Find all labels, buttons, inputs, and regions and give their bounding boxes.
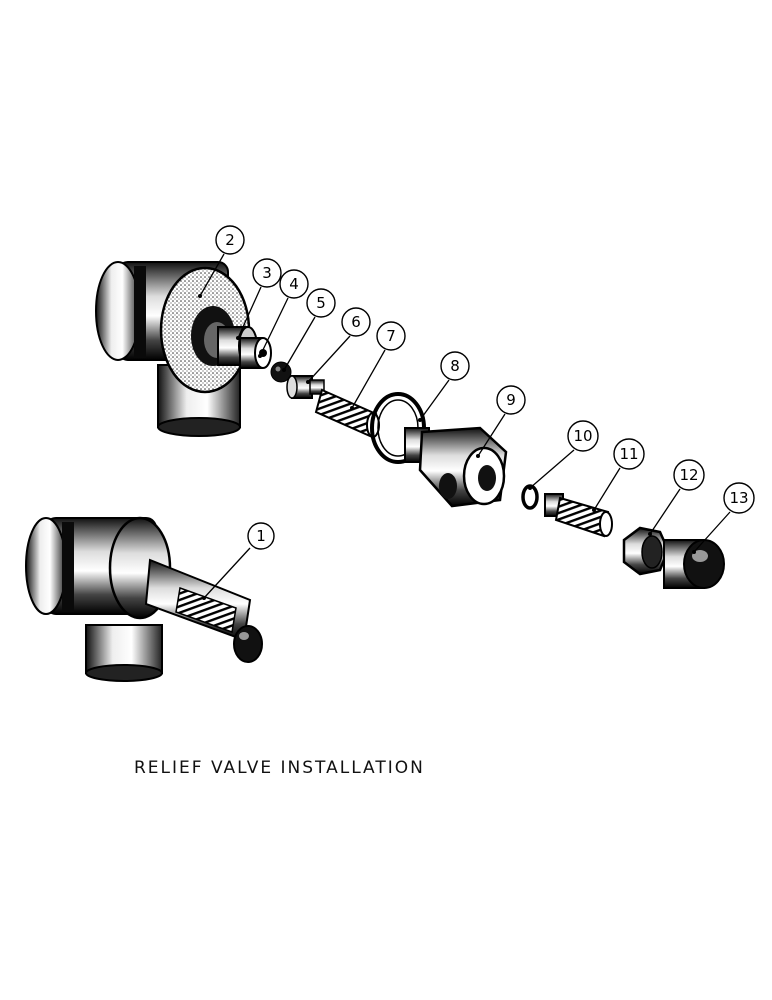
balloon-label-4: 4 — [289, 275, 299, 293]
callout-8: 8 — [418, 351, 470, 422]
balloon-label-3: 3 — [262, 264, 272, 282]
leader-line-1 — [203, 547, 251, 599]
balloon-2 — [215, 225, 245, 255]
callout-7: 7 — [350, 321, 406, 410]
balloon-8 — [440, 351, 470, 381]
balloon-4 — [279, 269, 309, 299]
balloon-10 — [567, 420, 599, 452]
balloon-12 — [673, 459, 705, 491]
balloon-6 — [341, 307, 371, 337]
callout-2: 2 — [198, 225, 245, 298]
leader-line-10 — [529, 449, 575, 489]
leader-tip-9 — [476, 454, 480, 458]
balloon-label-10: 10 — [573, 427, 592, 445]
balloon-label-9: 9 — [506, 391, 516, 409]
balloon-13 — [723, 482, 755, 514]
part-4-ball-cage — [239, 337, 272, 369]
leader-line-9 — [477, 413, 506, 457]
part-7-spring — [314, 388, 380, 438]
leader-tip-5 — [282, 368, 286, 372]
balloon-7 — [376, 321, 406, 351]
leader-line-4 — [259, 297, 289, 357]
part-13-cap-nut — [663, 539, 725, 589]
balloon-label-7: 7 — [386, 327, 396, 345]
leader-tip-7 — [350, 406, 354, 410]
leader-line-8 — [419, 379, 450, 421]
leader-tip-1 — [202, 596, 206, 600]
leader-tip-2 — [198, 294, 202, 298]
balloon-3 — [252, 258, 282, 288]
callout-6: 6 — [306, 307, 371, 384]
part-11-adjusting-screw — [544, 493, 613, 538]
leader-tip-3 — [236, 336, 240, 340]
balloon-label-6: 6 — [351, 313, 361, 331]
balloon-label-1: 1 — [256, 527, 266, 545]
leader-line-2 — [199, 253, 225, 297]
callout-10: 10 — [528, 420, 599, 490]
leader-line-11 — [593, 467, 621, 511]
balloon-5 — [306, 288, 336, 318]
leader-line-7 — [351, 349, 386, 409]
leader-line-6 — [307, 335, 351, 383]
leader-tip-13 — [692, 550, 696, 554]
leader-tip-11 — [592, 508, 596, 512]
leader-tip-4 — [258, 354, 262, 358]
balloon-label-8: 8 — [450, 357, 460, 375]
balloon-label-11: 11 — [619, 445, 638, 463]
leader-tip-8 — [418, 418, 422, 422]
balloon-1 — [247, 522, 275, 550]
callout-9: 9 — [476, 385, 526, 458]
part-1-valve-tee-assembly — [25, 516, 263, 682]
leader-line-13 — [693, 511, 731, 553]
part-12-lock-nut — [622, 526, 670, 576]
callout-13: 13 — [692, 482, 755, 554]
leader-tip-12 — [648, 532, 652, 536]
callout-5: 5 — [282, 288, 336, 372]
callout-12: 12 — [648, 459, 705, 536]
callout-11: 11 — [592, 438, 645, 512]
callout-4: 4 — [258, 269, 309, 358]
balloon-label-12: 12 — [679, 466, 698, 484]
callout-1: 1 — [202, 522, 275, 600]
part-9-valve-body — [404, 426, 508, 508]
part-6-poppet — [286, 375, 325, 399]
leader-line-3 — [237, 286, 262, 339]
callout-3: 3 — [236, 258, 282, 340]
balloon-label-2: 2 — [225, 231, 235, 249]
balloon-label-13: 13 — [729, 489, 748, 507]
balloon-11 — [613, 438, 645, 470]
leader-tip-6 — [306, 380, 310, 384]
leader-line-5 — [283, 316, 316, 371]
leader-tip-10 — [528, 486, 532, 490]
diagram-caption: RELIEF VALVE INSTALLATION — [134, 758, 425, 778]
balloon-9 — [496, 385, 526, 415]
balloon-label-5: 5 — [316, 294, 326, 312]
leader-line-12 — [649, 488, 681, 535]
